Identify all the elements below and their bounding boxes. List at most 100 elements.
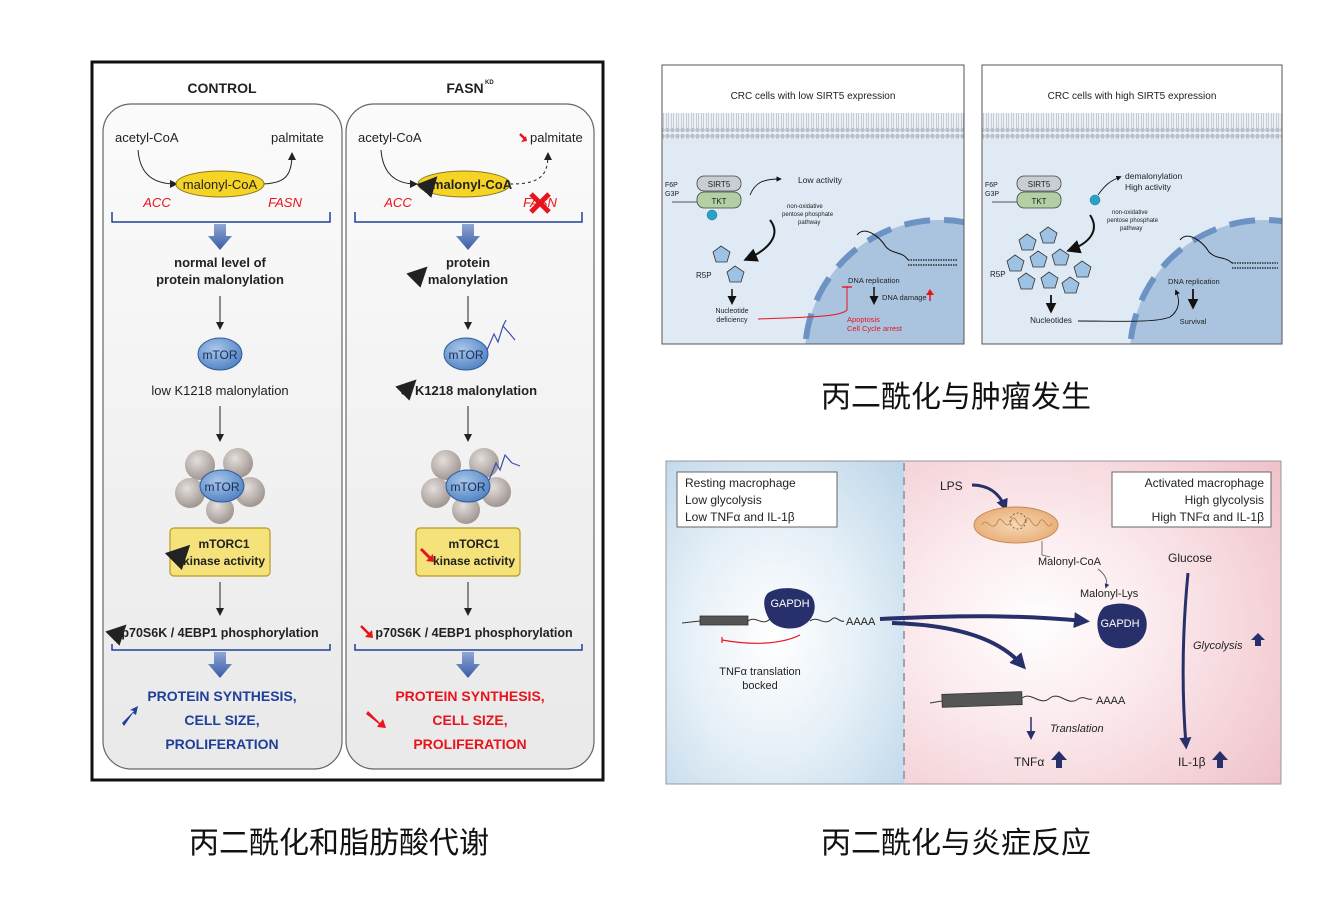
low-apoptosis: Apoptosis [847,315,880,324]
kd-mtor [443,337,489,371]
control-up-arrow-phospho [105,624,127,646]
malonyl-coa: Malonyl-CoA [1038,556,1102,568]
svg-text:pentose phosphate: pentose phosphate [782,212,834,218]
kd-big-arrow-1 [456,224,480,250]
high-tkt-box [1016,191,1062,209]
tnf-output: TNFα [1014,755,1044,769]
glycolysis-up-icon [1251,633,1265,646]
sirt5-figure: CRC cells with low SIRT5 expression F6P … [650,55,1300,355]
high-survival: Survival [1180,317,1207,326]
kd-outcome-l2: CELL SIZE, [432,712,507,728]
control-palmitate: palmitate [271,130,324,145]
svg-text:mTOR: mTOR [450,480,485,494]
kd-down-arrow-mtorc1 [419,547,433,561]
activated-aaaa: AAAA [1096,695,1126,707]
control-acetyl-coa: acetyl-CoA [115,130,179,145]
caption-inflammation: 丙二酰化与炎症反应 [821,826,1091,861]
low-r5p-pentagon [712,245,731,263]
kd-dashed-arrow [509,152,552,185]
caption-tumorigenesis: 丙二酰化与肿瘤发生 [821,380,1091,415]
resting-mrna-cap [699,615,749,626]
control-acc: ACC [142,195,171,210]
svg-text:SIRT5: SIRT5 [1028,180,1051,189]
high-dna-strand [1179,235,1233,264]
low-inhibition-line [757,287,848,320]
svg-text:GAPDH: GAPDH [1100,618,1139,630]
kd-outcome-l1: PROTEIN SYNTHESIS, [395,688,544,704]
control-big-arrow-1 [208,224,232,250]
control-malonylation-l2: protein malonylation [156,272,284,287]
tnf-blocked-l2: bocked [742,680,777,692]
svg-text:pathway: pathway [798,220,820,226]
kd-mtorc1-complex: mTOR [421,448,521,524]
svg-text:non-oxidative: non-oxidative [787,204,823,210]
control-arrow-acetyl [137,149,178,188]
high-malonyl-dot [1089,194,1101,206]
activated-label-box [1111,471,1272,528]
malonyl-lys: Malonyl-Lys [1080,588,1139,600]
low-nucleotide-l1: Nucleotide [715,308,748,315]
control-malonylation-l1: normal level of [174,255,266,270]
kd-k1218-up-arrow [395,379,417,401]
control-k1218: low K1218 malonylation [151,383,288,398]
kd-mtorc1-box [415,527,521,577]
svg-text:SIRT5: SIRT5 [708,180,731,189]
svg-text:TKT: TKT [711,197,726,206]
control-mtorc1-l2: kinase activity [183,554,265,568]
low-g3p: G3P [665,191,679,198]
control-big-arrow-2 [208,652,232,678]
low-dna-replication: DNA replication [848,276,900,285]
kd-mtorc1-l1: mTORC1 [448,537,499,551]
control-title: CONTROL [187,80,257,96]
resting-label-box [676,471,838,528]
activated-gapdh [1097,603,1147,649]
control-mtorc1-l1: mTORC1 [198,537,249,551]
malonyl-group-icon [486,319,516,351]
control-malonyl-coa: malonyl-CoA [183,177,258,192]
resting-l2: Low glycolysis [685,493,762,507]
lps-arrow [971,483,1008,512]
low-cell-cycle-arrest: Cell Cycle arrest [847,324,903,333]
low-sirt5-box [696,175,742,192]
fasn-kd-superscript: KD [485,80,494,86]
control-malonyl-coa-oval [175,170,265,198]
control-outcome-l1: PROTEIN SYNTHESIS, [147,688,296,704]
kd-malonylation-up-arrow [406,266,428,288]
fasn-kd-title: FASN [446,80,483,96]
svg-text:pathway: pathway [1120,226,1142,232]
il1b-output: IL-1β [1178,755,1206,769]
control-phospho: p70S6K / 4EBP1 phosphorylation [121,626,318,640]
kd-malonylation-l1: protein [446,255,490,270]
control-outcome-l3: PROLIFERATION [165,736,278,752]
fasn-mtor-figure: CONTROL FASN KD acetyl-CoA palmitate mal… [0,0,620,800]
control-fasn: FASN [268,195,302,210]
glycolysis-label: Glycolysis [1193,640,1243,652]
low-nucleotide-l2: deficiency [716,317,748,324]
glycolysis-arrow [1179,572,1192,750]
low-f6p: F6P [665,182,678,189]
svg-text:mTOR: mTOR [204,480,239,494]
kd-outcome-l3: PROLIFERATION [413,736,526,752]
high-r5p: R5P [990,270,1006,279]
control-up-arrow-mtorc1 [164,544,191,571]
high-nucleotides: Nucleotides [1030,316,1072,325]
svg-text:TKT: TKT [1031,197,1046,206]
control-arrow-palmitate [259,152,296,185]
kd-mtorc1-l2: kinase activity [433,554,515,568]
resting-l3: Low TNFα and IL-1β [685,510,795,524]
high-sirt5-panel [982,65,1282,344]
translation-label: Translation [1050,723,1104,735]
lps: LPS [940,479,963,493]
control-mtorc1-complex: mTOR [175,448,265,524]
low-activity: Low activity [798,175,843,185]
high-g3p: G3P [985,191,999,198]
caption-fatty-acid-metabolism: 丙二酰化和脂肪酸代谢 [189,826,489,861]
control-mtor-label: mTOR [202,348,237,362]
gapdh-release-arrow [879,612,1090,629]
translation-arrow [891,621,1026,670]
tnf-blocked-l1: TNFα translation [719,666,801,678]
translation-block-line [721,634,801,644]
kd-phospho: p70S6K / 4EBP1 phosphorylation [375,626,572,640]
kd-acc: ACC [383,195,412,210]
kd-fasn-cross-icon [529,192,551,214]
